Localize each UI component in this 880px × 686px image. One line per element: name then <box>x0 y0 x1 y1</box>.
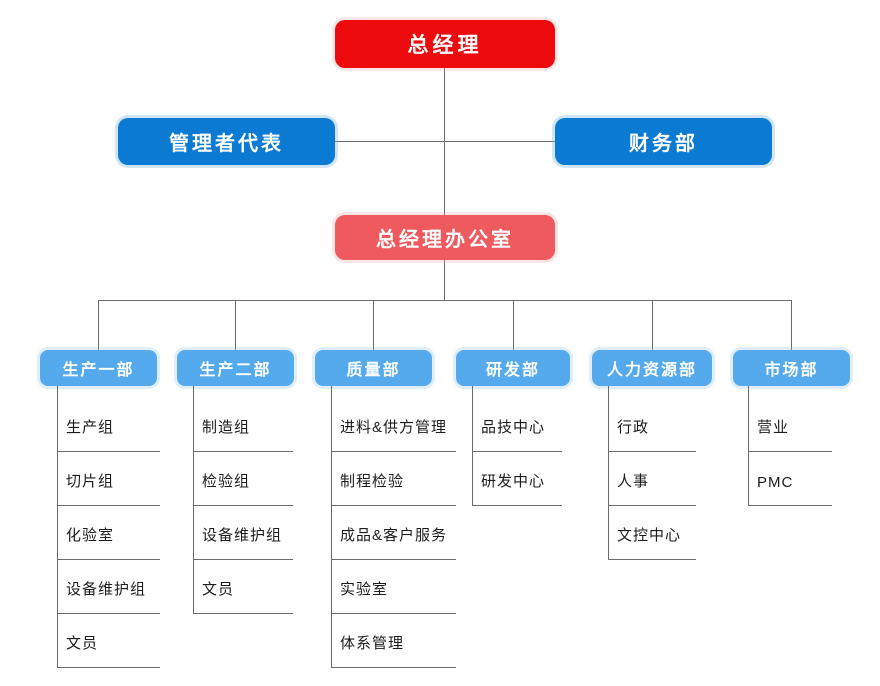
leaf-item: PMC <box>749 452 832 506</box>
leaf-item: 设备维护组 <box>194 506 293 560</box>
leaf-list-rnd: 品技中心 研发中心 <box>472 386 562 506</box>
connector-drop-dept6 <box>791 300 792 350</box>
leaf-label: 体系管理 <box>340 635 405 652</box>
leaf-item: 化验室 <box>58 506 160 560</box>
leaf-label: 设备维护组 <box>66 581 147 598</box>
node-management-representative: 管理者代表 <box>118 118 335 165</box>
leaf-item: 行政 <box>609 398 696 452</box>
node-dept-hr-label: 人力资源部 <box>606 362 697 379</box>
leaf-label: 生产组 <box>66 419 115 436</box>
leaf-item: 文员 <box>194 560 293 614</box>
node-dept-production-2-label: 生产二部 <box>199 362 272 379</box>
leaf-label: PMC <box>757 474 794 491</box>
leaf-list-production-1: 生产组 切片组 化验室 设备维护组 文员 <box>57 386 160 668</box>
connector-drop-dept1 <box>98 300 99 350</box>
node-dept-marketing: 市场部 <box>733 350 850 386</box>
node-dept-quality: 质量部 <box>315 350 432 386</box>
leaf-label: 行政 <box>617 419 650 436</box>
leaf-list-marketing: 营业 PMC <box>748 386 832 506</box>
connector-level2-horizontal <box>335 141 555 142</box>
leaf-label: 制程检验 <box>340 473 405 490</box>
leaf-item: 成品&客户服务 <box>332 506 456 560</box>
leaf-item: 文员 <box>58 614 160 668</box>
leaf-item: 生产组 <box>58 398 160 452</box>
leaf-list-quality: 进料&供方管理 制程检验 成品&客户服务 实验室 体系管理 <box>331 386 456 668</box>
node-general-manager: 总经理 <box>335 20 555 68</box>
leaf-label: 设备维护组 <box>202 527 283 544</box>
connector-departments-horizontal <box>98 300 792 301</box>
leaf-label: 进料&供方管理 <box>340 419 448 436</box>
leaf-item: 切片组 <box>58 452 160 506</box>
leaf-label: 研发中心 <box>481 473 546 490</box>
leaf-label: 营业 <box>757 419 790 436</box>
leaf-label: 检验组 <box>202 473 251 490</box>
node-gm-office: 总经理办公室 <box>335 215 555 260</box>
leaf-item: 研发中心 <box>473 452 562 506</box>
leaf-item: 制程检验 <box>332 452 456 506</box>
node-dept-rnd: 研发部 <box>456 350 570 386</box>
leaf-item: 制造组 <box>194 398 293 452</box>
leaf-label: 人事 <box>617 473 650 490</box>
leaf-list-hr: 行政 人事 文控中心 <box>608 386 696 560</box>
node-dept-rnd-label: 研发部 <box>485 362 540 379</box>
node-gm-office-label: 总经理办公室 <box>376 229 514 251</box>
leaf-label: 文员 <box>66 635 99 652</box>
node-dept-hr: 人力资源部 <box>592 350 712 386</box>
node-dept-production-1: 生产一部 <box>40 350 157 386</box>
leaf-item: 文控中心 <box>609 506 696 560</box>
leaf-item: 品技中心 <box>473 398 562 452</box>
node-dept-quality-label: 质量部 <box>346 362 401 379</box>
leaf-label: 切片组 <box>66 473 115 490</box>
leaf-item: 人事 <box>609 452 696 506</box>
leaf-item: 进料&供方管理 <box>332 398 456 452</box>
node-finance-department-label: 财务部 <box>629 133 698 155</box>
leaf-list-production-2: 制造组 检验组 设备维护组 文员 <box>193 386 293 614</box>
connector-office-down <box>444 260 445 300</box>
node-management-representative-label: 管理者代表 <box>169 133 284 155</box>
node-dept-marketing-label: 市场部 <box>764 362 819 379</box>
connector-drop-dept4 <box>513 300 514 350</box>
node-dept-production-1-label: 生产一部 <box>62 362 135 379</box>
leaf-label: 文员 <box>202 581 235 598</box>
leaf-label: 化验室 <box>66 527 115 544</box>
leaf-item: 实验室 <box>332 560 456 614</box>
leaf-item: 设备维护组 <box>58 560 160 614</box>
leaf-label: 实验室 <box>340 581 389 598</box>
leaf-label: 成品&客户服务 <box>340 527 448 544</box>
leaf-item: 营业 <box>749 398 832 452</box>
connector-drop-dept2 <box>235 300 236 350</box>
node-finance-department: 财务部 <box>555 118 772 165</box>
connector-drop-dept3 <box>373 300 374 350</box>
leaf-item: 体系管理 <box>332 614 456 668</box>
connector-drop-dept5 <box>652 300 653 350</box>
leaf-label: 制造组 <box>202 419 251 436</box>
leaf-label: 文控中心 <box>617 527 682 544</box>
leaf-item: 检验组 <box>194 452 293 506</box>
node-dept-production-2: 生产二部 <box>177 350 294 386</box>
node-general-manager-label: 总经理 <box>407 34 483 57</box>
leaf-label: 品技中心 <box>481 419 546 436</box>
